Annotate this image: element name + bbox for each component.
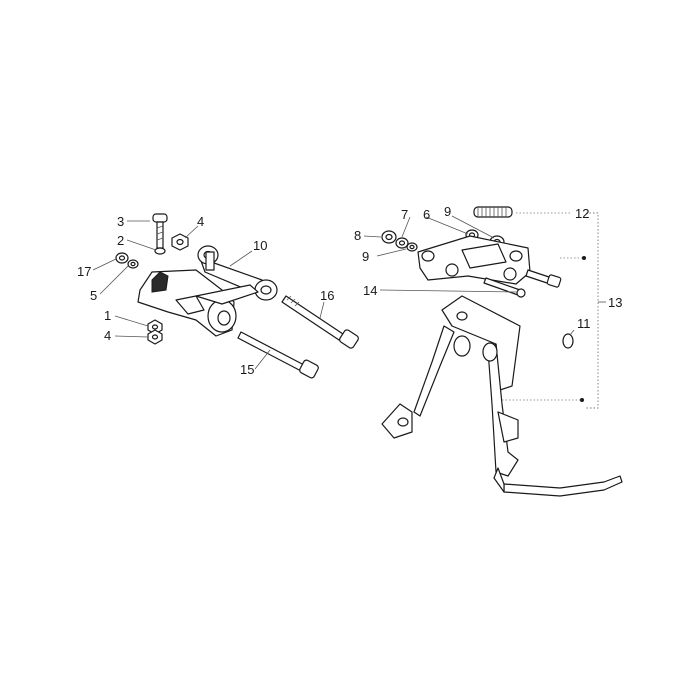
callout-6: 6: [423, 207, 430, 222]
part-pin-14: [483, 277, 526, 298]
part-center-stand: [381, 295, 623, 497]
callout-13: 13: [608, 295, 622, 310]
callout-3: 3: [117, 214, 124, 229]
bullet-dot: [580, 398, 584, 402]
part-bolt-15: [281, 295, 359, 349]
callout-4: 4: [104, 328, 111, 343]
swing-arm-assembly: 3 2 17 5 4 10 1 4 16 15: [77, 213, 359, 379]
callout-16: 15: [240, 362, 254, 377]
part-bolt-16: [237, 331, 319, 379]
part-oring-11: [562, 333, 574, 349]
part-bracket-bolt: [525, 269, 562, 288]
part-washer-8: [381, 230, 397, 244]
part-nut-4-bottom: [147, 329, 163, 345]
center-stand-assembly: 7 6 9 8 9 12 14 11 13: [354, 204, 623, 497]
part-nut-4-top: [171, 233, 189, 251]
part-washer-7: [395, 237, 409, 249]
part-nut-17: [115, 252, 129, 264]
callout-15: 16: [320, 288, 334, 303]
callout-2: 2: [117, 233, 124, 248]
callout-7: 7: [401, 207, 408, 222]
callout-5: 5: [90, 288, 97, 303]
part-washer-9-left: [406, 242, 418, 252]
part-stand-bracket: [417, 235, 531, 285]
part-spring-12: [473, 206, 513, 218]
part-swing-arm-body: [137, 269, 259, 337]
callout-8: 8: [354, 228, 361, 243]
part-washer-5: [127, 259, 139, 269]
bullet-dot: [582, 256, 586, 260]
callout-4: 4: [197, 214, 204, 229]
part-nut-1: [147, 319, 163, 335]
callout-11: 11: [577, 316, 591, 331]
callout-12: 12: [575, 206, 589, 221]
part-bolt-3: [152, 213, 168, 249]
part-washer-2: [154, 247, 166, 255]
callout-10: 10: [253, 238, 267, 253]
callout-9: 9: [444, 204, 451, 219]
callout-14: 14: [363, 283, 377, 298]
callout-17: 17: [77, 264, 91, 279]
callout-9: 9: [362, 249, 369, 264]
callout-1: 1: [104, 308, 111, 323]
